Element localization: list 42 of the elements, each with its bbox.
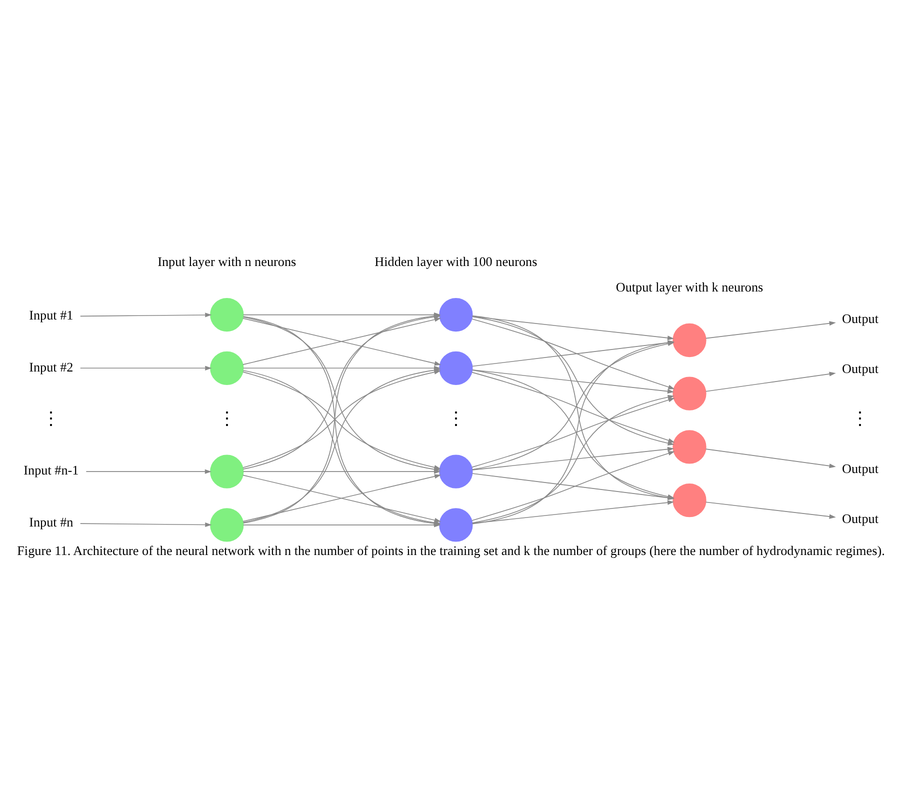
arrow [706,501,836,518]
label: Output layer with k neurons [616,279,764,294]
label: Input layer with n neurons [158,254,296,269]
node-text: Output [842,310,878,326]
label: ⋮ [218,408,236,428]
node-circle [672,483,706,517]
node-text: Input #n-1 [24,462,79,478]
arrow [86,468,212,474]
node-text: Output [842,510,878,526]
node-circle [672,322,706,357]
node-text: Input #2 [29,358,74,374]
node-circle [439,350,473,384]
arrow [80,522,212,527]
node-circle [210,454,244,488]
node-circle [210,508,244,542]
label: ⋮ [851,408,870,428]
node-circle [210,297,244,332]
caption: Figure 11. Architecture of the neural network with n the number of points in the training set and k the number of groups (here the number of hydrodynamic regimes). [17,542,885,558]
arrow [472,316,674,340]
node-circle [439,297,473,332]
arrow [242,522,441,527]
arrow [472,500,674,524]
node-text: Input #1 [29,307,74,322]
arrow [472,446,674,470]
node-text: Output [842,460,878,476]
node-text: Output [842,360,878,376]
arrow [80,312,212,317]
node-circle [210,350,244,384]
arrow [706,371,836,392]
node-circle [439,508,473,542]
node-circle [672,376,706,410]
arrow [80,365,212,370]
node-circle [672,430,706,464]
node-text: Input #n [29,514,74,529]
label: ⋮ [42,408,60,428]
arrow [472,368,674,394]
arrow [706,448,836,468]
label: Hidden layer with 100 neurons [374,254,538,269]
node-circle [439,454,473,488]
arrow [706,320,836,338]
label: ⋮ [446,408,465,428]
arrow [242,468,441,474]
